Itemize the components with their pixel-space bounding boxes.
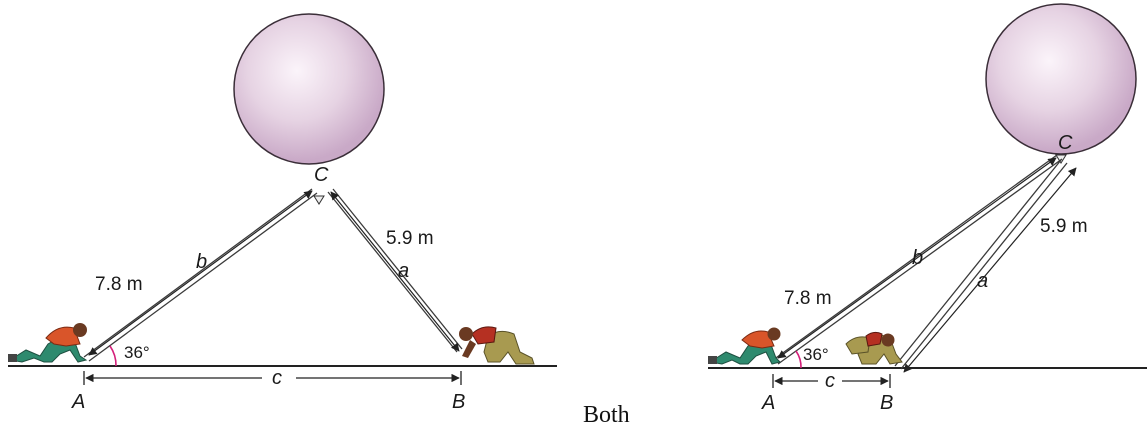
side-a-name-left: a: [398, 260, 409, 282]
rope-a-right: [894, 159, 1077, 373]
balloon-left: [233, 13, 385, 165]
balloon-right: [985, 3, 1137, 155]
left-diagram: C 5.9 m a b 7.8 m 36° c A B: [8, 13, 557, 413]
person-b-right: [845, 331, 903, 365]
side-a-value-right: 5.9 m: [1040, 216, 1088, 237]
point-c-label-left: C: [314, 164, 329, 186]
rope-a-left: [327, 188, 463, 353]
side-a-name-right: a: [977, 270, 988, 292]
point-a-label-left: A: [71, 391, 85, 413]
side-c-name-left: c: [272, 367, 282, 389]
side-c-dimension-left: [83, 371, 462, 385]
right-diagram: C 5.9 m a b 7.8 m 36° c A B: [708, 3, 1147, 414]
person-a-left: [8, 323, 88, 363]
point-a-label-right: A: [761, 392, 775, 414]
person-a-right: [708, 327, 781, 365]
person-b-left: [459, 326, 535, 365]
angle-arc-left: [109, 345, 117, 367]
angle-a-label-left: 36°: [124, 343, 150, 362]
point-b-label-left: B: [452, 391, 465, 413]
rope-b-left: [83, 188, 318, 362]
side-b-value-left: 7.8 m: [95, 274, 143, 295]
balloon-knot-left: [313, 195, 325, 205]
footer-caption: Both: [583, 402, 630, 428]
side-c-dimension-right: [772, 374, 891, 388]
point-c-label-right: C: [1058, 132, 1073, 154]
side-b-value-right: 7.8 m: [784, 288, 832, 309]
side-c-name-right: c: [825, 370, 835, 392]
angle-arc-right: [795, 350, 802, 369]
point-b-label-right: B: [880, 392, 893, 414]
side-b-name-left: b: [196, 251, 207, 273]
angle-a-label-right: 36°: [803, 345, 829, 364]
side-b-name-right: b: [912, 247, 923, 269]
side-a-value-left: 5.9 m: [386, 228, 434, 249]
